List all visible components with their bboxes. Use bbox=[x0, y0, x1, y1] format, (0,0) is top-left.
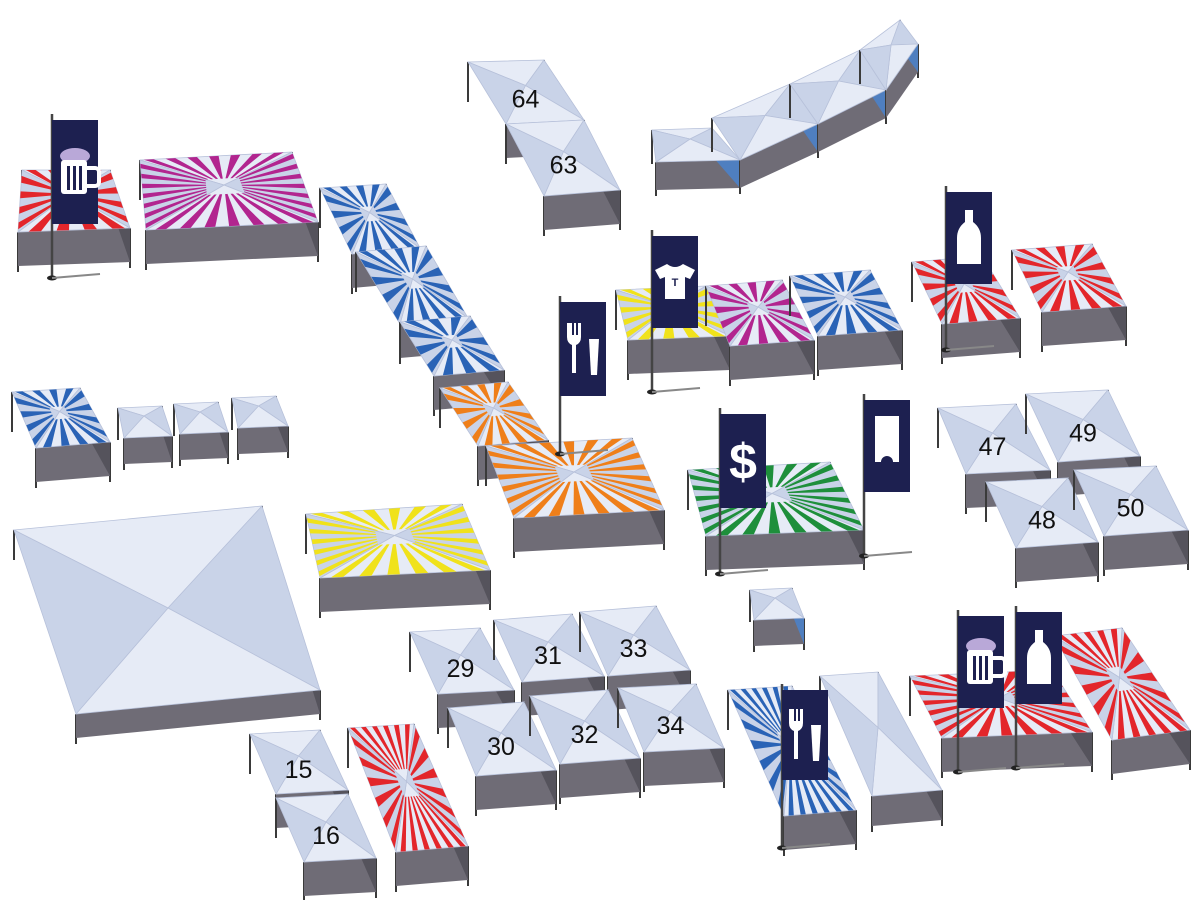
banner-shadow bbox=[720, 570, 768, 574]
stall-number[interactable]: 30 bbox=[487, 733, 515, 761]
banner-shadow bbox=[864, 552, 912, 556]
tent-white-west-2 bbox=[174, 402, 228, 466]
stall-number[interactable]: 49 bbox=[1069, 420, 1097, 448]
tent-small-center bbox=[750, 588, 804, 652]
banner-flag bbox=[560, 302, 606, 396]
stall-number[interactable]: 32 bbox=[571, 721, 599, 749]
banner-shadow bbox=[52, 274, 100, 278]
stall-number[interactable]: 50 bbox=[1117, 495, 1145, 523]
ticket-icon bbox=[875, 416, 899, 462]
stall-number[interactable]: 48 bbox=[1028, 507, 1056, 535]
tent-front-wall bbox=[706, 530, 864, 570]
stall-number[interactable]: 34 bbox=[657, 712, 685, 740]
dollar-glyph: $ bbox=[729, 434, 757, 490]
stall-number[interactable]: 16 bbox=[312, 822, 340, 850]
tent-large-plain bbox=[14, 506, 320, 744]
stall-number[interactable]: 33 bbox=[620, 635, 648, 663]
banner-ticket[interactable] bbox=[859, 394, 912, 559]
banner-food-center[interactable] bbox=[555, 296, 608, 457]
tent-white-west-3 bbox=[232, 396, 288, 460]
tent-front-wall bbox=[18, 228, 130, 266]
stall-number[interactable]: 15 bbox=[285, 756, 313, 784]
tent-green bbox=[688, 462, 864, 576]
tent-16: 16 bbox=[276, 794, 376, 900]
tent-48: 48 bbox=[986, 478, 1098, 588]
banner-shadow bbox=[652, 388, 700, 392]
tent-white-west-1 bbox=[118, 406, 172, 470]
tent-orange-large bbox=[486, 438, 664, 558]
stall-number[interactable]: 63 bbox=[550, 152, 578, 180]
stall-number[interactable]: 31 bbox=[534, 642, 562, 670]
tent-63: 63 bbox=[506, 120, 620, 236]
stall-number[interactable]: 64 bbox=[512, 86, 540, 114]
tent-magenta-row bbox=[140, 152, 318, 270]
stall-number[interactable]: 29 bbox=[447, 655, 475, 683]
tent-yellow-west bbox=[306, 504, 490, 618]
dollar-sign-icon: $ bbox=[729, 434, 757, 490]
t-shirt-letter: T bbox=[672, 277, 679, 289]
banner-flag bbox=[782, 690, 828, 780]
tent-blue-west bbox=[12, 388, 110, 488]
tent-front-wall bbox=[628, 336, 730, 374]
stall-number[interactable]: 47 bbox=[979, 433, 1007, 461]
tent-red-ne-2 bbox=[1012, 244, 1126, 352]
